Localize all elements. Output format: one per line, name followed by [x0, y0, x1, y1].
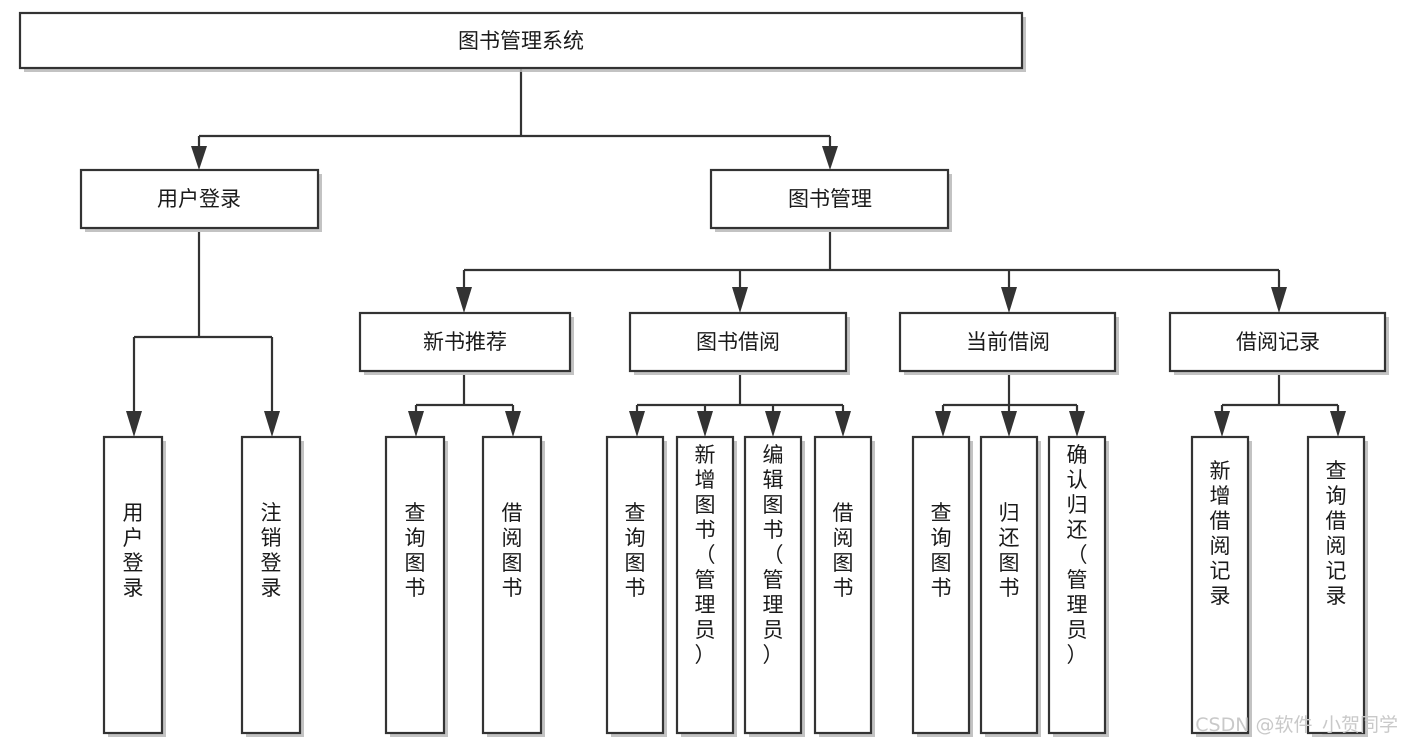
leaf-borrow-book-2-box — [813, 435, 873, 735]
leaf-borrow-book-2-label: 借阅图书 — [833, 501, 854, 600]
new-book-rec-box — [358, 311, 572, 373]
user-login-box — [79, 168, 320, 230]
arrow-head-leaf-query-book-2 — [629, 411, 645, 437]
current-borrow-box — [898, 311, 1117, 373]
borrow-record-label: 借阅记录 — [1236, 330, 1320, 354]
leaf-node[interactable]: 借阅图书 — [813, 435, 875, 737]
leaf-node[interactable]: 借阅图书 — [481, 435, 545, 737]
leaf-return-book-label: 归还图书 — [999, 501, 1020, 600]
borrow-record-box — [1168, 311, 1387, 373]
arrow-head-leaf-return-book — [1001, 411, 1017, 437]
leaf-borrow-book-1-box — [481, 435, 543, 735]
leaf-node[interactable]: 查询图书 — [384, 435, 448, 737]
leaf-query-record-box — [1306, 435, 1366, 735]
leaf-query-book-3-box — [911, 435, 971, 735]
leaf-node[interactable]: 查询图书 — [605, 435, 667, 737]
arrow-head-leaf-borrow-book-2 — [835, 411, 851, 437]
arrow-head-leaf-edit-book — [765, 411, 781, 437]
arrow-head-leaf-borrow-book-1 — [505, 411, 521, 437]
node-root[interactable]: 图书管理系统 — [18, 11, 1026, 72]
arrow-head-leaf-query-book-3 — [935, 411, 951, 437]
leaf-user-login-box — [102, 435, 164, 735]
current-borrow-label: 当前借阅 — [966, 330, 1050, 354]
leaf-node[interactable]: 确认归还（管理员） — [1047, 435, 1109, 737]
leaf-node[interactable]: 新增图书（管理员） — [675, 435, 737, 737]
node-book-manage[interactable]: 图书管理 — [709, 168, 952, 232]
leaf-query-book-3-label: 查询图书 — [931, 501, 952, 600]
leaf-confirm-return-label: 确认归还（管理员） — [1067, 443, 1088, 667]
leaf-node[interactable]: 归还图书 — [979, 435, 1041, 737]
arrow-head-new-book-rec — [456, 287, 472, 313]
leaf-borrow-book-1-label: 借阅图书 — [502, 501, 523, 600]
book-manage-label: 图书管理 — [788, 187, 872, 211]
arrow-head-leaf-query-record — [1330, 411, 1346, 437]
node-book-borrow[interactable]: 图书借阅 — [628, 311, 850, 375]
leaf-add-record-label: 新增借阅记录 — [1210, 459, 1231, 608]
root-box — [18, 11, 1024, 70]
leaf-edit-book-label: 编辑图书（管理员） — [763, 443, 784, 667]
book-borrow-label: 图书借阅 — [696, 330, 780, 354]
arrow-head-leaf-confirm-return — [1069, 411, 1085, 437]
arrow-head-current-borrow — [1001, 287, 1017, 313]
user-login-label: 用户登录 — [157, 187, 241, 211]
node-user-login[interactable]: 用户登录 — [79, 168, 322, 232]
leaf-node[interactable]: 注销登录 — [240, 435, 304, 737]
leaf-confirm-return-box — [1047, 435, 1107, 735]
leaf-add-book-label: 新增图书（管理员） — [695, 443, 716, 667]
leaf-user-login-label: 用户登录 — [123, 501, 144, 600]
leaf-logout-login-box — [240, 435, 302, 735]
arrow-head-leaf-user-login — [126, 411, 142, 437]
leaf-node[interactable]: 新增借阅记录 — [1190, 435, 1252, 737]
arrow-head-leaf-add-record — [1214, 411, 1230, 437]
arrow-head-borrow-record — [1271, 287, 1287, 313]
node-current-borrow[interactable]: 当前借阅 — [898, 311, 1119, 375]
leaf-edit-book-box — [743, 435, 803, 735]
book-manage-box — [709, 168, 950, 230]
arrow-head-user-login — [191, 146, 207, 170]
arrow-head-leaf-query-book-1 — [408, 411, 424, 437]
arrow-head-book-borrow — [732, 287, 748, 313]
connector-layer — [126, 68, 1346, 437]
leaf-node[interactable]: 查询图书 — [911, 435, 973, 737]
leaf-node[interactable]: 编辑图书（管理员） — [743, 435, 805, 737]
watermark-label: CSDN @软件_小贺同学 — [1195, 714, 1398, 736]
new-book-rec-label: 新书推荐 — [423, 330, 507, 354]
arrow-head-leaf-add-book — [697, 411, 713, 437]
leaf-add-book-box — [675, 435, 735, 735]
leaf-query-book-1-label: 查询图书 — [405, 501, 426, 600]
leaf-add-record-box — [1190, 435, 1250, 735]
leaf-return-book-box — [979, 435, 1039, 735]
leaf-query-book-2-box — [605, 435, 665, 735]
root-label: 图书管理系统 — [458, 29, 584, 53]
book-borrow-box — [628, 311, 848, 373]
node-new-book-rec[interactable]: 新书推荐 — [358, 311, 574, 375]
leaf-query-book-2-label: 查询图书 — [625, 501, 646, 600]
leaf-node[interactable]: 查询借阅记录 — [1306, 435, 1368, 737]
arrow-head-book-manage — [822, 146, 838, 170]
leaf-logout-login-label: 注销登录 — [261, 501, 282, 600]
leaf-query-book-1-box — [384, 435, 446, 735]
leaf-node[interactable]: 用户登录 — [102, 435, 166, 737]
arrow-head-leaf-logout-login — [264, 411, 280, 437]
leaf-query-record-label: 查询借阅记录 — [1326, 459, 1347, 608]
node-borrow-record[interactable]: 借阅记录 — [1168, 311, 1389, 375]
